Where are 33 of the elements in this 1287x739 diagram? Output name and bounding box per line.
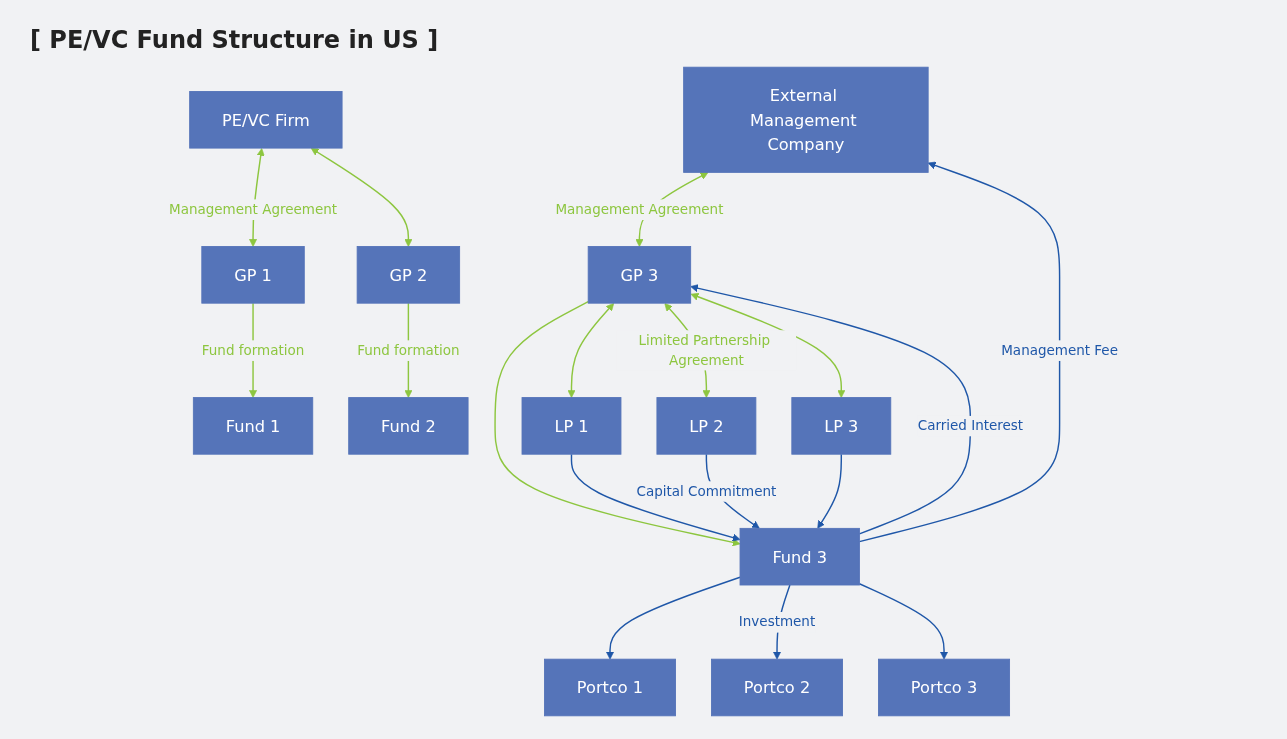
node-box: PE/VC Firm — [189, 91, 343, 149]
node-box: Portco 2 — [711, 658, 843, 717]
arrow — [567, 303, 615, 398]
arrow — [858, 583, 948, 660]
arrow — [690, 292, 846, 398]
node-box: LP 2 — [656, 397, 757, 455]
edge-label: Capital Commitment — [636, 482, 777, 500]
arrow — [606, 576, 741, 660]
arrow — [858, 161, 1061, 543]
node-box: LP 1 — [521, 397, 622, 455]
edge-label: Carried Interest — [917, 417, 1024, 434]
edge-label: Limited Partnership Agreement — [638, 331, 770, 369]
node-box: Fund 1 — [192, 397, 314, 455]
arrow — [817, 453, 842, 529]
node-box: Fund 2 — [348, 397, 469, 455]
node-box: External Management Company — [683, 66, 929, 173]
edge-label: Management Agreement — [555, 201, 724, 218]
edge-label: Fund formation — [201, 342, 305, 359]
node-box: GP 2 — [356, 246, 461, 304]
node-box: Fund 3 — [739, 527, 860, 586]
edge-label: Management Agreement — [169, 201, 338, 218]
node-box: Portco 3 — [878, 658, 1010, 717]
node-box: GP 3 — [587, 246, 692, 304]
diagram-title: [ PE/VC Fund Structure in US ] — [30, 26, 440, 54]
arrow — [310, 147, 413, 247]
edge-label: Management Fee — [1001, 342, 1118, 359]
node-box: LP 3 — [791, 397, 892, 455]
node-box: GP 1 — [201, 246, 305, 304]
edge-label: Investment — [738, 613, 816, 630]
arrow — [690, 284, 972, 535]
edge-label: Fund formation — [357, 342, 460, 359]
node-box: Portco 1 — [544, 658, 676, 717]
arrow — [570, 453, 741, 542]
